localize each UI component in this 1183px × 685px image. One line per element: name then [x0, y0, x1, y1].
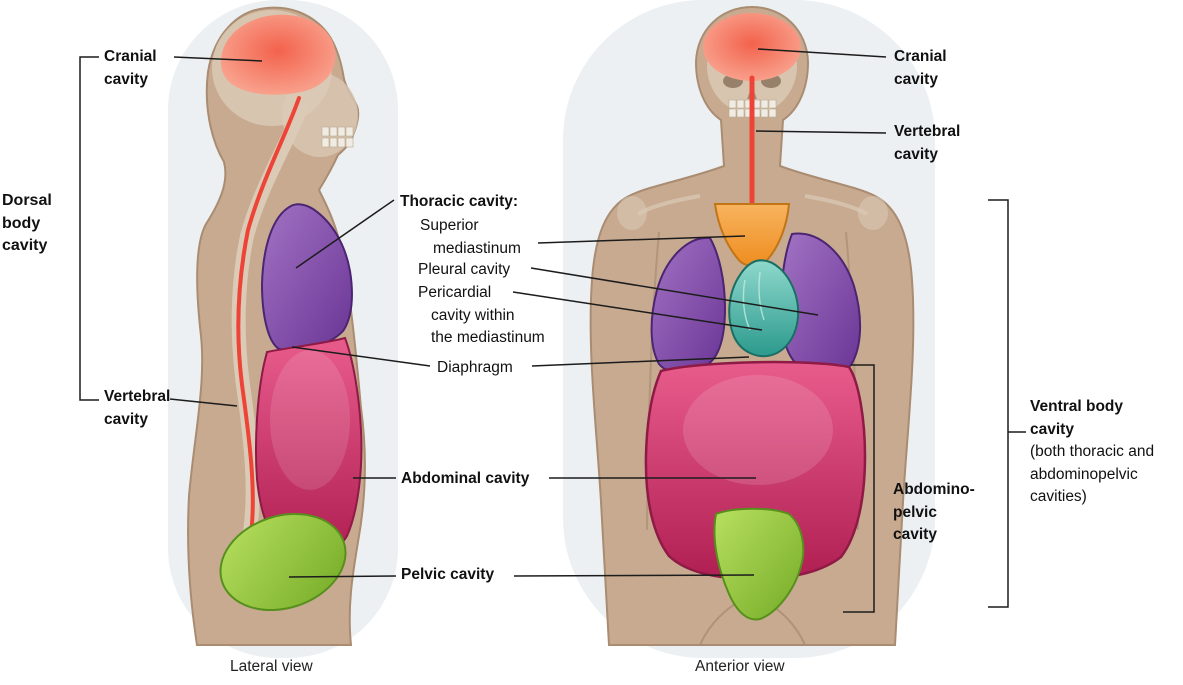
label-line: Dorsal	[2, 192, 52, 209]
label-ventral-body-cavity: Ventral body cavity (both thoracic and a…	[1030, 396, 1154, 509]
label-cranial-cavity-right: Cranial cavity	[894, 46, 947, 91]
label-cranial-cavity-left: Cranial cavity	[104, 46, 157, 91]
label-pleural-cavity: Pleural cavity	[418, 261, 511, 278]
label-line: abdominopelvic	[1030, 465, 1138, 483]
leader-vertebral-left	[169, 398, 238, 407]
right-shoulder-bone	[858, 196, 888, 230]
anterior-abdominal-sheen	[683, 375, 833, 485]
label-line: cavity	[104, 70, 148, 88]
label-line: (both thoracic and	[1030, 443, 1155, 460]
label-line: Vertebral	[894, 123, 961, 140]
label-line: the mediastinum	[431, 329, 545, 346]
leader-thoracic	[295, 199, 395, 269]
label-line: Superior	[420, 217, 479, 234]
pericardial-cavity-shape	[728, 259, 800, 358]
label-line: body	[2, 214, 41, 232]
label-line: cavities)	[1030, 488, 1087, 505]
abdominopelvic-bracket	[843, 364, 875, 613]
label-pericardial-cavity: Pericardial cavity within the mediastinu…	[418, 282, 545, 350]
label-dorsal-body-cavity: Dorsal body cavity	[2, 190, 52, 258]
lateral-cranial-cavity-shape	[221, 14, 336, 95]
caption-lateral-view: Lateral view	[230, 658, 313, 675]
label-line: pelvic	[893, 503, 937, 521]
anterior-view-figure	[589, 5, 915, 646]
leader-pelvic-right	[513, 574, 755, 577]
label-line: mediastinum	[433, 239, 521, 257]
label-thoracic-cavity: Thoracic cavity:	[400, 193, 519, 210]
leader-pleural	[530, 267, 819, 316]
lateral-thoracic-cavity-shape	[260, 203, 353, 352]
label-abdominal-cavity: Abdominal cavity	[401, 470, 530, 487]
lateral-abdominal-cavity-shape	[255, 336, 363, 556]
label-line: cavity within	[431, 306, 515, 324]
leader-cranial-right	[757, 48, 887, 58]
pericardial-sheen-1	[742, 279, 751, 331]
right-clavicle	[804, 194, 868, 216]
leader-diaphragm-right	[531, 356, 750, 367]
leader-diaphragm-left	[291, 346, 431, 367]
lateral-teeth	[321, 126, 354, 148]
lateral-pelvic-cavity-shape	[219, 512, 347, 612]
lateral-abdominal-sheen	[270, 350, 350, 490]
anterior-cranial-cavity-shape	[703, 13, 801, 81]
label-line: Cranial	[894, 48, 947, 65]
label-vertebral-cavity-left: Vertebral cavity	[104, 386, 170, 431]
anterior-pelvic-cavity-shape	[713, 507, 805, 621]
left-shoulder-bone	[617, 196, 647, 230]
label-line: Abdomino-	[893, 481, 975, 498]
label-line: Cranial	[104, 48, 157, 65]
label-line: Ventral body	[1030, 398, 1124, 415]
label-line: cavity	[894, 70, 938, 88]
leader-cranial-left	[173, 56, 263, 62]
label-pelvic-cavity: Pelvic cavity	[401, 566, 495, 583]
anterior-teeth	[728, 99, 777, 118]
label-line: Vertebral	[104, 388, 171, 405]
left-clavicle	[637, 194, 701, 216]
label-line: cavity	[893, 526, 937, 543]
label-line: cavity	[2, 237, 48, 254]
label-line: cavity	[1030, 420, 1074, 438]
leader-pericardial	[512, 291, 763, 331]
leader-pelvic-left	[288, 575, 397, 578]
label-vertebral-cavity-right: Vertebral cavity	[894, 121, 960, 166]
label-superior-mediastinum: Superior mediastinum	[420, 215, 521, 260]
label-diaphragm: Diaphragm	[437, 359, 513, 376]
pericardial-sheen-2	[758, 271, 765, 321]
dorsal-body-cavity-bracket	[79, 56, 99, 401]
ventral-body-cavity-bracket	[988, 199, 1009, 608]
label-line: cavity	[894, 145, 938, 163]
lateral-view-figure	[187, 6, 366, 646]
label-line: Pericardial	[418, 284, 492, 301]
leader-vertebral-right	[755, 130, 887, 134]
label-abdominopelvic-cavity: Abdomino- pelvic cavity	[893, 479, 975, 547]
caption-anterior-view: Anterior view	[695, 658, 785, 675]
leader-lines	[79, 48, 1026, 613]
leader-superior-mediastinum	[537, 235, 746, 244]
label-line: cavity	[104, 410, 148, 428]
